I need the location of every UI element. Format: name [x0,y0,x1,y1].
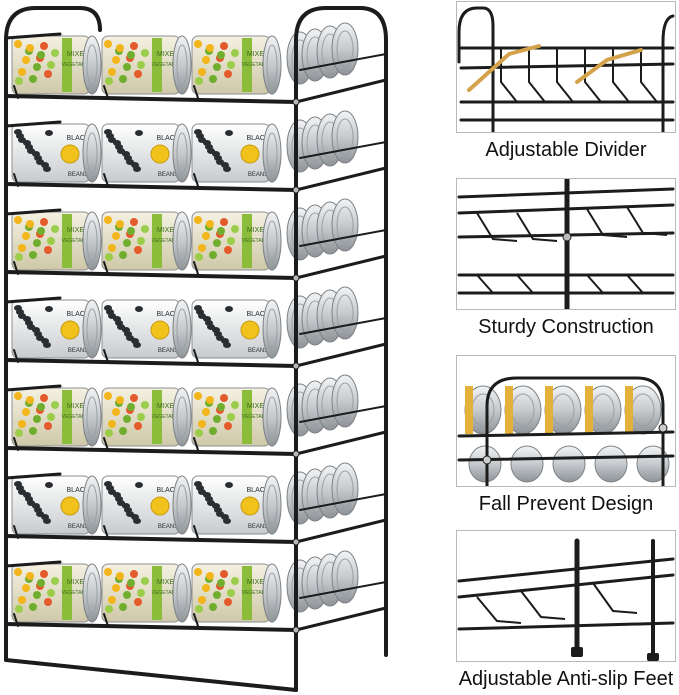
feet-closeup-icon [457,538,675,661]
svg-text:MIXED: MIXED [157,579,179,586]
bean-can: BLACK BEANS [11,123,102,183]
bean-can: BLACK BEANS [101,299,192,359]
svg-text:BEANS: BEANS [248,172,268,178]
vegetable-can: MIXED VEGETABLES [11,563,102,623]
svg-text:VEGETABLES: VEGETABLES [152,62,185,68]
svg-text:VEGETABLES: VEGETABLES [242,62,275,68]
vegetable-can: MIXED VEGETABLES [11,387,102,447]
svg-text:BEANS: BEANS [68,524,88,530]
feature-fall-prevent-design: Fall Prevent Design [456,355,676,516]
svg-text:MIXED: MIXED [157,51,179,58]
svg-text:BLACK: BLACK [247,311,270,318]
vegetable-can: MIXED VEGETABLES [11,35,102,95]
vegetable-can: MIXED VEGETABLES [101,563,192,623]
feature-caption: Adjustable Anti-slip Feet [458,668,674,690]
svg-text:BLACK: BLACK [157,311,180,318]
bean-can: BLACK BEANS [101,475,192,535]
rack-svg: MIXED VEGETABLES MIXED VEGETABLES MIXED VEGET… [4,6,388,692]
bean-can: BLACK BEANS [191,123,282,183]
divider-closeup-icon [457,6,675,132]
svg-text:MIXED: MIXED [157,227,179,234]
svg-text:BLACK: BLACK [247,487,270,494]
svg-text:VEGETABLES: VEGETABLES [62,590,95,596]
construction-closeup-icon [457,179,675,309]
bean-can: BLACK BEANS [11,299,102,359]
vegetable-can: MIXED VEGETABLES [101,387,192,447]
svg-text:MIXED: MIXED [247,403,269,410]
svg-text:MIXED: MIXED [67,227,89,234]
svg-text:BLACK: BLACK [67,135,90,142]
svg-text:BEANS: BEANS [158,172,178,178]
svg-text:MIXED: MIXED [247,579,269,586]
svg-text:VEGETABLES: VEGETABLES [242,590,275,596]
svg-text:BLACK: BLACK [67,487,90,494]
svg-text:BLACK: BLACK [157,135,180,142]
svg-text:BLACK: BLACK [67,311,90,318]
svg-text:VEGETABLES: VEGETABLES [242,414,275,420]
rack-cans: MIXED VEGETABLES MIXED VEGETABLES MIXED VEGET… [11,22,359,623]
svg-text:BEANS: BEANS [68,172,88,178]
svg-text:VEGETABLES: VEGETABLES [62,238,95,244]
svg-text:BLACK: BLACK [247,135,270,142]
svg-text:VEGETABLES: VEGETABLES [62,62,95,68]
svg-text:BEANS: BEANS [158,348,178,354]
vegetable-can: MIXED VEGETABLES [191,35,282,95]
svg-text:MIXED: MIXED [67,403,89,410]
feature-image-adjustable-divider [456,1,676,133]
feature-image-fall-prevent-design [456,355,676,487]
feature-sturdy-construction: Sturdy Construction [456,178,676,339]
bean-can: BLACK BEANS [191,299,282,359]
svg-text:MIXED: MIXED [247,227,269,234]
svg-text:VEGETABLES: VEGETABLES [242,238,275,244]
fall-prevent-closeup-icon [457,376,675,486]
vegetable-can: MIXED VEGETABLES [101,211,192,271]
svg-text:MIXED: MIXED [247,51,269,58]
feature-image-sturdy-construction [456,178,676,310]
svg-text:MIXED: MIXED [67,579,89,586]
svg-text:BEANS: BEANS [248,348,268,354]
svg-text:MIXED: MIXED [67,51,89,58]
vegetable-can: MIXED VEGETABLES [191,387,282,447]
svg-text:BEANS: BEANS [158,524,178,530]
svg-text:BLACK: BLACK [157,487,180,494]
vegetable-can: MIXED VEGETABLES [191,211,282,271]
vegetable-can: MIXED VEGETABLES [101,35,192,95]
bean-can: BLACK BEANS [191,475,282,535]
feature-adjustable-divider: Adjustable Divider [456,1,676,162]
svg-text:VEGETABLES: VEGETABLES [62,414,95,420]
svg-text:BEANS: BEANS [248,524,268,530]
feature-caption: Fall Prevent Design [478,493,654,515]
feature-image-anti-slip-feet [456,530,676,662]
vegetable-can: MIXED VEGETABLES [191,563,282,623]
feature-caption: Sturdy Construction [478,316,654,338]
rack-frame [4,6,388,692]
can-rack-illustration: MIXED VEGETABLES MIXED VEGETABLES MIXED VEGET… [4,6,388,692]
feature-caption: Adjustable Divider [485,139,647,161]
bean-can: BLACK BEANS [11,475,102,535]
svg-text:VEGETABLES: VEGETABLES [152,238,185,244]
feature-adjustable-anti-slip-feet: Adjustable Anti-slip Feet [456,530,676,691]
vegetable-can: MIXED VEGETABLES [11,211,102,271]
svg-text:VEGETABLES: VEGETABLES [152,414,185,420]
svg-text:VEGETABLES: VEGETABLES [152,590,185,596]
bean-can: BLACK BEANS [101,123,192,183]
svg-text:BEANS: BEANS [68,348,88,354]
svg-text:MIXED: MIXED [157,403,179,410]
